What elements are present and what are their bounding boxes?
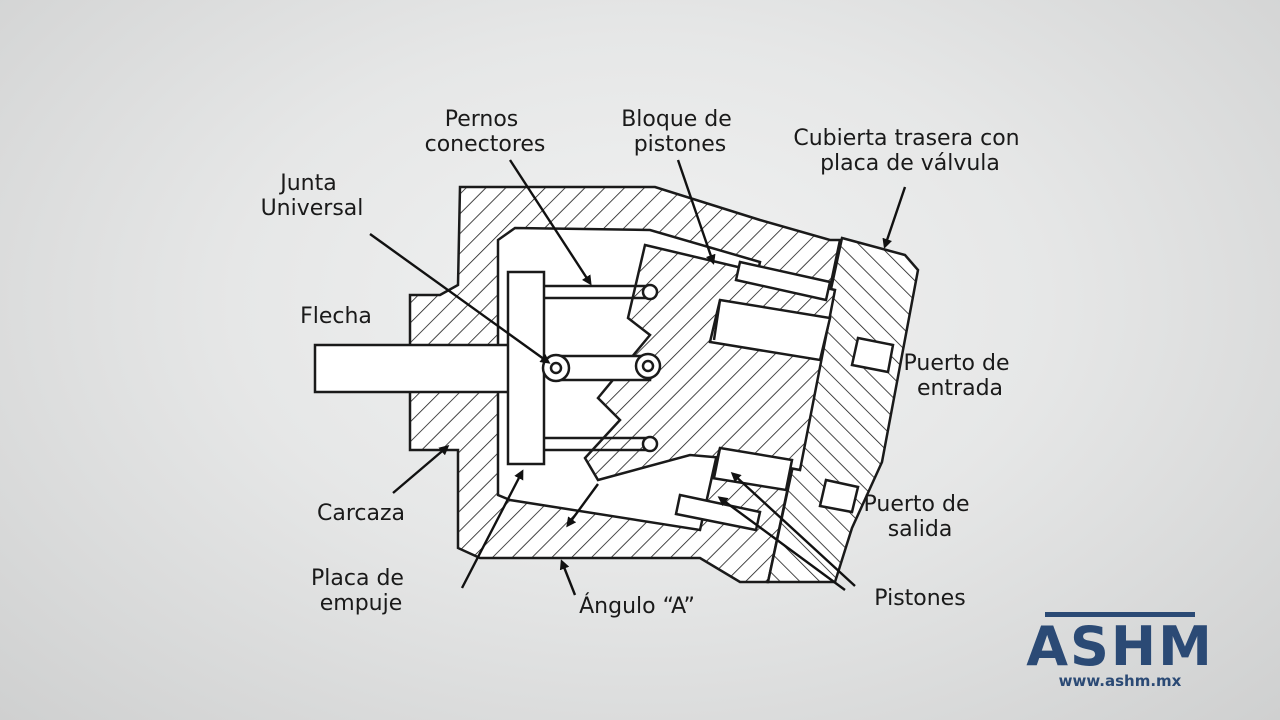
label-placa-1: Placa de [311,566,404,591]
logo-bar [1045,612,1195,617]
label-bloque-1: Bloque de [621,107,732,132]
arrow-pernos [508,159,592,286]
svg-text:Bloque de pistones: Bloque de pistones [621,107,739,157]
label-junta-2: Universal [261,196,364,221]
arrow-angulo-2 [566,483,599,528]
label-placa-2: empuje [320,591,403,616]
arrow-pistones-2 [717,496,846,591]
arrow-angulo-1 [559,559,577,596]
arrow-placa [460,469,524,589]
label-pernos-2: conectores [425,132,546,157]
ashm-logo: ASHM www.ashm.mx [1026,612,1214,690]
label-bloque-2: pistones [634,132,727,157]
logo-url: www.ashm.mx [1059,672,1182,690]
logo-text: ASHM [1026,615,1214,678]
arrow-pistones-1 [730,471,856,587]
arrow-junta [369,233,551,364]
label-puerto-salida-1: Puerto de [864,492,970,517]
arrow-bloque [676,159,716,265]
svg-text:Puerto de entrada: Puerto de entrada [904,351,1017,401]
label-cubierta-1: Cubierta trasera con [793,126,1019,151]
label-pistones: Pistones [874,586,965,611]
shaft [313,343,512,394]
back-cover [766,236,920,584]
leader-arrows [369,159,907,596]
label-angulo: Ángulo “A” [579,593,695,619]
label-junta-1: Junta [278,171,336,196]
svg-text:Pernos conectores: Pernos conectores [425,107,546,157]
label-puerto-salida-2: salida [888,517,953,542]
label-carcaza: Carcaza [317,501,405,526]
label-puerto-entrada-1: Puerto de [904,351,1010,376]
thrust-plate [506,270,546,466]
svg-text:Placa de empuje: Placa de empuje [311,566,411,616]
piston-block [583,243,837,532]
svg-text:Cubierta trasera con pla: Cubierta trasera con placa de válvula [793,126,1026,176]
label-pernos-1: Pernos [445,107,519,132]
label-flecha: Flecha [300,304,372,329]
svg-text:Junta Universal: Junta Universal [261,171,364,221]
label-puerto-entrada-2: entrada [917,376,1003,401]
svg-text:Puerto de salida: Puerto de salida [864,492,977,542]
arrow-cubierta [882,186,907,249]
label-cubierta-2: placa de válvula [820,151,1000,176]
labels: Pernos conectores Bloque de pistones Cub… [261,107,1026,619]
arrow-carcaza [392,445,450,494]
connecting-pins [544,283,659,453]
universal-joint [541,352,662,383]
